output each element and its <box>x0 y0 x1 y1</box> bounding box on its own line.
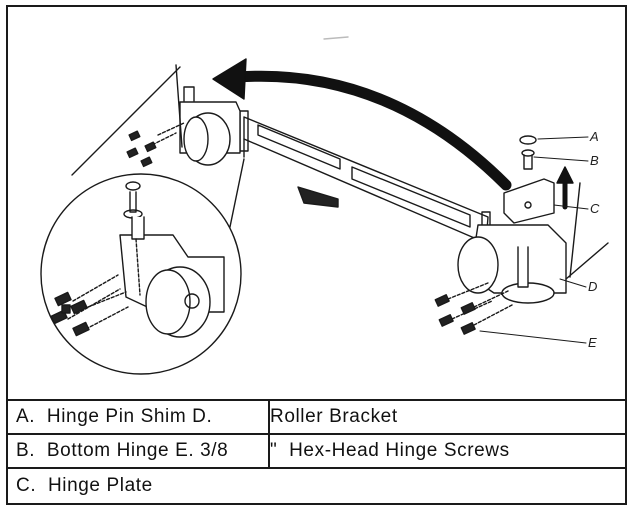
legend-cell: B. Bottom Hinge E. 3/8 <box>16 440 229 461</box>
legend-cell: " Hex-Head Hinge Screws <box>270 440 510 461</box>
parts-legend-table: A. Hinge Pin Shim D. Roller Bracket B. B… <box>8 399 625 505</box>
legend-cell: A. Hinge Pin Shim D. <box>16 406 213 427</box>
left-hinge-assembly <box>147 64 241 166</box>
right-hinge-assembly <box>447 135 567 326</box>
detail-screws <box>50 291 90 337</box>
legend-cell: C. Hinge Plate <box>16 475 153 496</box>
callout-a: A <box>589 129 599 144</box>
legend-row: C. Hinge Plate <box>8 469 625 503</box>
right-screws <box>434 294 476 335</box>
left-top-screws <box>126 130 157 168</box>
legend-cell: Roller Bracket <box>270 406 398 427</box>
detail-hinge <box>67 181 225 338</box>
up-arrow-head <box>556 166 574 184</box>
callout-e: E <box>588 335 597 350</box>
leader-e <box>479 330 587 344</box>
callout-d: D <box>588 279 597 294</box>
legend-row: A. Hinge Pin Shim D. Roller Bracket <box>8 401 625 435</box>
callout-c: C <box>590 201 600 216</box>
leader-b <box>533 156 589 162</box>
magnifier-line-left <box>71 66 181 176</box>
legend-row: B. Bottom Hinge E. 3/8 " Hex-Head Hinge … <box>8 435 625 469</box>
diagram-frame: A B C D E A. Hinge Pin Shim D. Roller Br… <box>6 5 627 505</box>
exploded-hinge-illustration: A B C D E <box>8 7 625 399</box>
leader-d <box>559 278 587 288</box>
right-vertical-line <box>569 182 581 278</box>
top-mark <box>323 36 349 40</box>
hinge-assembly-drawing: A B C D E <box>40 36 609 375</box>
right-edge-line <box>565 242 609 280</box>
callout-b: B <box>590 153 599 168</box>
arrow-head <box>212 58 247 100</box>
leader-c <box>553 204 589 210</box>
center-bracket <box>297 186 339 208</box>
leader-a <box>537 136 589 140</box>
legend-column-divider <box>268 401 270 469</box>
swap-direction-arrow <box>232 70 512 191</box>
